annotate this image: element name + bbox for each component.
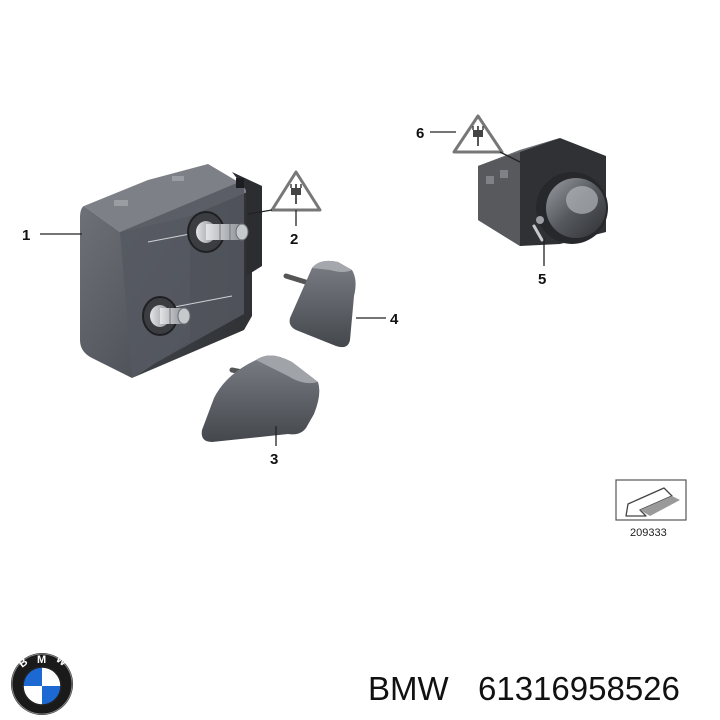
callout-5: 5 [538,271,546,288]
leader-lines [40,131,545,446]
reference-box [615,479,687,521]
brand-name: BMW [368,670,450,707]
control-unit-part-1 [80,164,262,378]
cover-cap-part-4 [283,260,356,348]
callout-1: 1 [22,227,30,244]
part-number: 61316958526 [478,670,680,707]
callout-6: 6 [416,125,424,142]
bmw-roundel-logo: B M W [11,653,73,715]
leader-line-2 [247,209,273,215]
leader-line-6b [499,151,521,163]
reference-number: 209333 [630,527,667,539]
connector-warning-icon [270,170,322,212]
connector-warning-icon [452,114,504,154]
callout-3: 3 [270,451,278,468]
logo-letter-m: M [37,654,46,666]
rotary-switch-part-5 [478,138,608,246]
cover-cap-part-3 [201,355,320,442]
callout-2: 2 [290,231,298,248]
callout-4: 4 [390,311,399,328]
direction-arrow-icon [625,487,680,517]
